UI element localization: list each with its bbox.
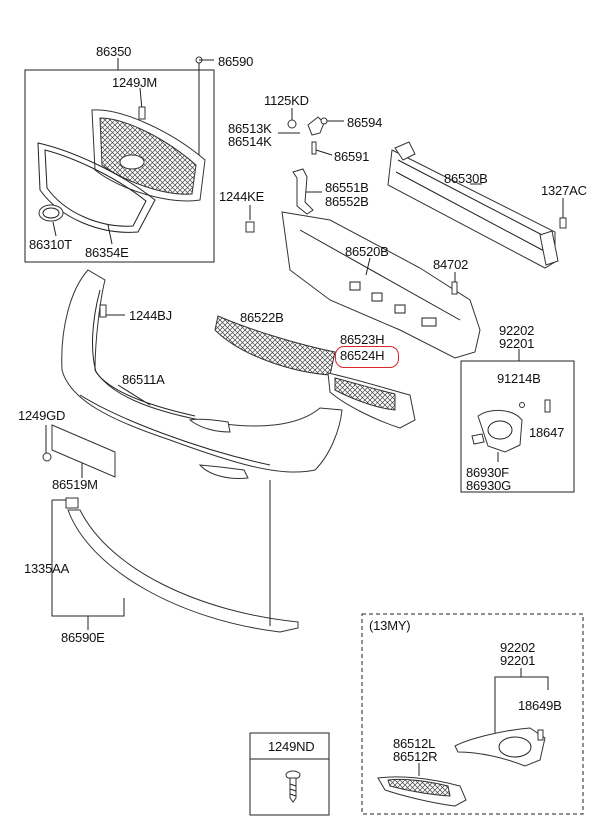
13my-box [361,613,584,815]
label-13my: (13MY) [369,618,411,633]
label-86594: 86594 [347,115,383,130]
label-86930f: 86930F [466,465,509,480]
label-86591: 86591 [334,149,370,164]
label-1335aa: 1335AA [24,561,70,576]
fog-lamp [477,410,523,453]
label-86551b: 86551B [325,180,369,195]
label-92202: 92202 [499,323,535,338]
label-86522b: 86522B [240,310,284,325]
label-18647: 18647 [529,425,565,440]
label-86514k: 86514K [228,134,272,149]
label-84702: 84702 [433,257,469,272]
highlight-86524h [335,346,399,368]
label-86350: 86350 [96,44,132,59]
label-86930g: 86930G [466,478,512,493]
bracket-86513k [307,116,325,136]
label-86523h: 86523H [340,332,385,347]
1249nd-box [249,732,330,816]
fog-lamp-13my [454,727,546,767]
screw-1249jm [138,106,146,120]
label-1249nd: 1249ND [268,739,315,754]
emblem [38,204,64,222]
label-91214b: 91214B [497,371,541,386]
label-1249gd: 1249GD [18,408,66,423]
label-86519m: 86519M [52,477,98,492]
label-92201-13my: 92201 [500,653,536,668]
label-92202-13my: 92202 [500,640,536,655]
label-86512r: 86512R [393,749,438,764]
bumper-beam [387,149,556,269]
label-1249jm: 1249JM [112,75,158,90]
label-92201: 92201 [499,336,535,351]
energy-absorber [281,211,481,359]
label-18649b: 18649B [518,698,562,713]
label-86530b: 86530B [444,171,488,186]
label-86513k: 86513K [228,121,272,136]
grille-box [24,69,215,263]
label-86590: 86590 [218,54,254,69]
label-86354e: 86354E [85,245,129,260]
label-86310t: 86310T [29,237,72,252]
label-1244ke: 1244KE [219,189,265,204]
foglamp-box [460,360,575,493]
label-86524h: 86524H [340,348,385,363]
label-1244bj: 1244BJ [129,308,172,323]
label-1327ac: 1327AC [541,183,587,198]
label-1125kd: 1125KD [264,93,309,108]
label-86552b: 86552B [325,194,369,209]
label-86590e: 86590E [61,630,105,645]
bracket-86551b [292,168,314,215]
label-86511a: 86511A [122,372,165,387]
lower-lip-molding [67,509,299,633]
label-86512l: 86512L [393,736,436,751]
label-86520b: 86520B [345,244,389,259]
license-bracket [51,424,116,478]
